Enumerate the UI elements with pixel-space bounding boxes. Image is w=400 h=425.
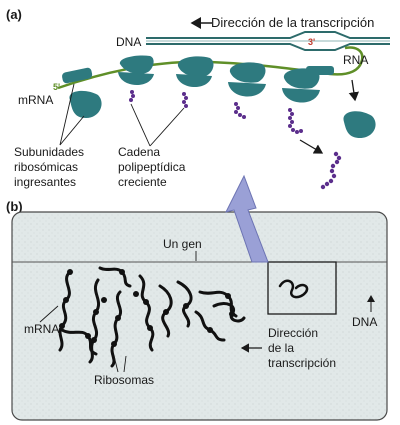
three-prime-label: 3' <box>308 37 315 47</box>
zoom-box-cluster <box>278 279 309 299</box>
chain-label: Cadena polipeptídica creciente <box>118 145 189 189</box>
polypeptide-4 <box>288 108 303 134</box>
ribosome-3 <box>228 62 266 97</box>
rna-label: RNA <box>343 53 368 67</box>
ribosomes-label: Ribosomas <box>94 373 154 387</box>
ribosomes-callout-1 <box>113 355 119 373</box>
chain-callout <box>130 103 185 147</box>
ribosome-2 <box>176 56 214 88</box>
micrograph-mrna-callout <box>39 305 59 323</box>
dna-strand <box>146 31 390 51</box>
gene-label: Un gen <box>163 237 202 251</box>
polypeptide-1 <box>129 90 135 102</box>
ribosome-4 <box>282 68 320 103</box>
micrograph-ribosome-dots <box>59 269 235 347</box>
incoming-small-subunit <box>62 67 93 84</box>
release-arrow <box>348 79 359 102</box>
ribosomes-callout-2 <box>123 355 127 373</box>
release-chain-arrow <box>299 139 324 154</box>
dna-label: DNA <box>116 35 141 49</box>
subunits-label: Subunidades ribosómicas ingresantes <box>14 145 87 189</box>
five-prime-label: 5' <box>53 82 60 92</box>
released-large-subunit <box>343 111 376 138</box>
magnify-arrow <box>225 174 269 263</box>
micrograph-mrna-label: mRNA <box>24 322 59 336</box>
micrograph-direction-label: Dirección de la transcripción <box>268 326 336 370</box>
panel-a-tag: (a) <box>6 7 22 22</box>
released-polypeptide <box>320 151 342 190</box>
mrna-label: mRNA <box>18 93 53 107</box>
polypeptide-2 <box>182 92 188 108</box>
panel-b-tag: (b) <box>6 199 23 214</box>
zoom-box <box>267 261 337 315</box>
incoming-large-subunit <box>69 90 102 118</box>
subunits-callout <box>59 83 85 146</box>
micrograph-dna-label: DNA <box>352 315 377 329</box>
ribosome-1 <box>118 55 154 86</box>
direction-label: Dirección de la transcripción <box>211 15 374 30</box>
polypeptide-3 <box>234 102 246 119</box>
